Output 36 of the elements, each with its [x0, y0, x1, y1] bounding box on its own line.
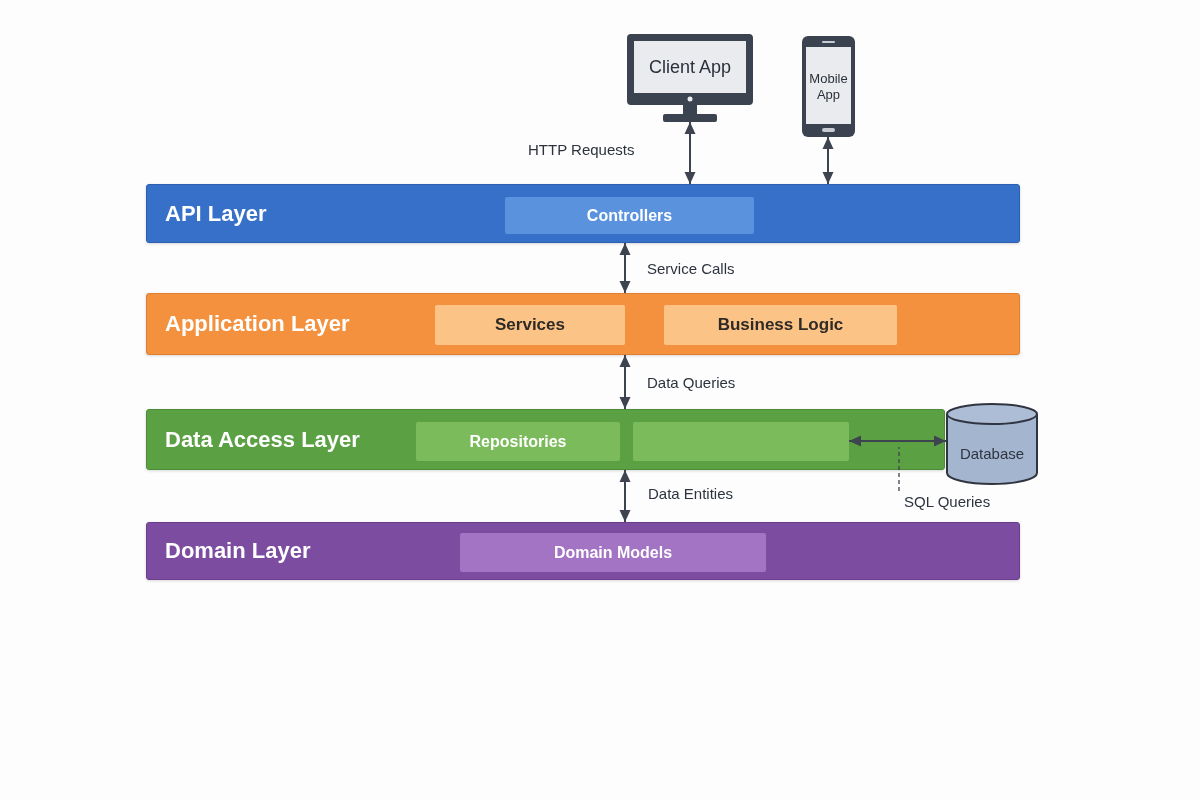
component-box [633, 422, 849, 461]
annotation-text: SQL Queries [896, 491, 1006, 513]
layer-title: API Layer [165, 200, 267, 227]
component-box [416, 422, 620, 461]
double-arrow [848, 435, 947, 447]
screen-label: Mobile App [808, 71, 849, 103]
database-cylinder [946, 403, 1038, 485]
double-arrow [619, 469, 631, 523]
component-box [664, 305, 897, 345]
layer-title: Data Access Layer [165, 426, 360, 453]
edge-label: Data Queries [647, 374, 736, 392]
component-label: Controllers [586, 206, 673, 225]
leader-line [898, 446, 900, 492]
layer-title: Domain Layer [165, 538, 311, 564]
component-label: Domain Models [553, 543, 673, 562]
edge-label: Service Calls [647, 260, 735, 278]
component-label: Services [495, 315, 565, 335]
layer-band [146, 293, 1020, 355]
layer-band [146, 409, 945, 470]
layer-title: Application Layer [165, 311, 350, 337]
double-arrow [619, 354, 631, 410]
cylinder-label: Database [959, 444, 1025, 462]
screen-label: Client App [648, 56, 732, 78]
double-arrow [684, 121, 696, 185]
edge-label: HTTP Requests [528, 141, 635, 159]
component-label: Business Logic [717, 315, 844, 335]
mobile-phone [802, 36, 855, 137]
component-box [460, 533, 766, 572]
component-box [435, 305, 625, 345]
component-box [505, 197, 754, 234]
layer-band [146, 522, 1020, 580]
edge-label: Data Entities [648, 485, 734, 503]
double-arrow [822, 136, 834, 185]
layer-band [146, 184, 1020, 243]
double-arrow [619, 242, 631, 294]
component-label: Repositories [469, 432, 567, 451]
